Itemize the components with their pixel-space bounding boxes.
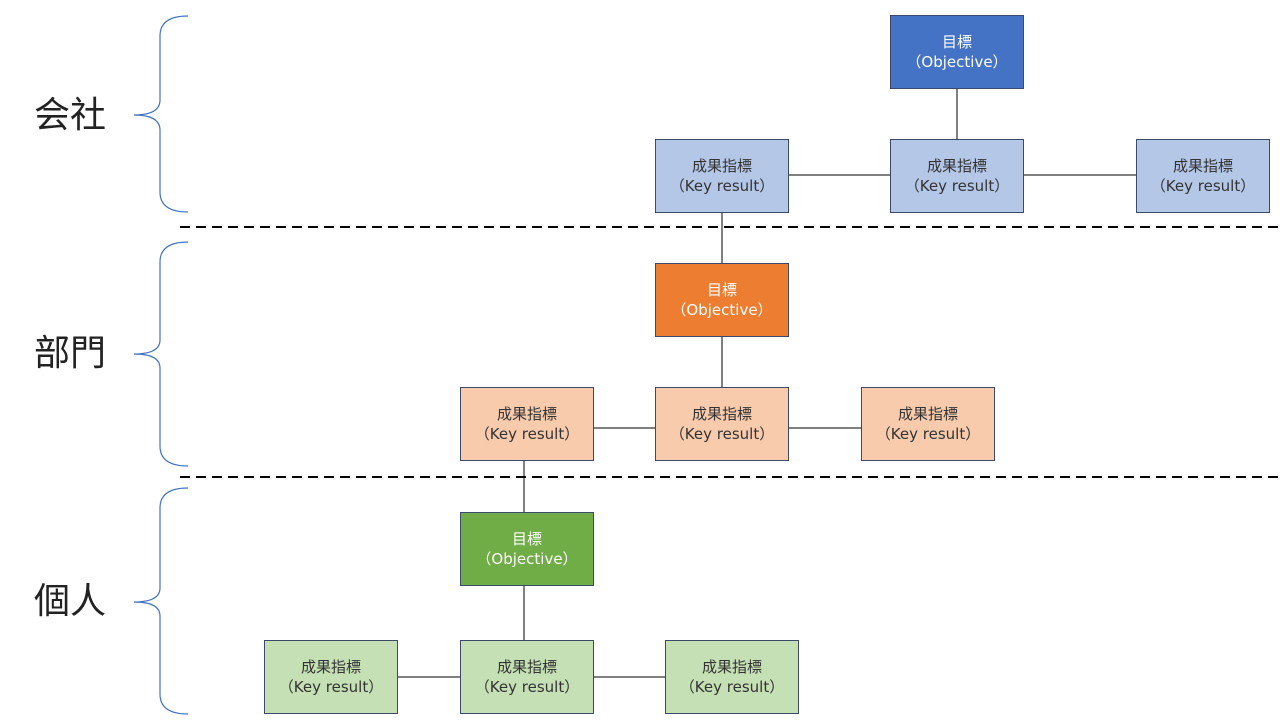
company-brace <box>133 15 189 213</box>
key-result-sublabel: （Key result） <box>474 678 580 696</box>
department-brace <box>133 241 189 467</box>
department-objective-box: 目標 （Objective） <box>655 263 789 337</box>
objective-label: 目標 <box>706 281 737 299</box>
level-label-individual: 個人 <box>34 581 107 622</box>
level-label-company: 会社 <box>34 95 107 136</box>
individual-key-result-box: 成果指標 （Key result） <box>665 640 799 714</box>
objective-label: 目標 <box>511 530 542 548</box>
key-result-label: 成果指標 <box>926 157 987 175</box>
objective-label: 目標 <box>941 33 972 51</box>
objective-sublabel: （Objective） <box>476 550 578 568</box>
department-key-result-box: 成果指標 （Key result） <box>861 387 995 461</box>
key-result-sublabel: （Key result） <box>1150 177 1256 195</box>
individual-key-result-box: 成果指標 （Key result） <box>460 640 594 714</box>
key-result-sublabel: （Key result） <box>875 425 981 443</box>
company-objective-box: 目標 （Objective） <box>890 15 1024 89</box>
company-key-result-box: 成果指標 （Key result） <box>655 139 789 213</box>
key-result-label: 成果指標 <box>701 658 762 676</box>
key-result-label: 成果指標 <box>300 658 361 676</box>
key-result-sublabel: （Key result） <box>669 425 775 443</box>
department-key-result-box: 成果指標 （Key result） <box>460 387 594 461</box>
key-result-label: 成果指標 <box>691 157 752 175</box>
key-result-sublabel: （Key result） <box>904 177 1010 195</box>
level-label-department: 部門 <box>34 333 107 374</box>
objective-sublabel: （Objective） <box>671 301 773 319</box>
key-result-label: 成果指標 <box>496 405 557 423</box>
objective-sublabel: （Objective） <box>906 53 1008 71</box>
key-result-sublabel: （Key result） <box>679 678 785 696</box>
key-result-label: 成果指標 <box>897 405 958 423</box>
key-result-sublabel: （Key result） <box>669 177 775 195</box>
individual-key-result-box: 成果指標 （Key result） <box>264 640 398 714</box>
key-result-label: 成果指標 <box>1172 157 1233 175</box>
company-key-result-box: 成果指標 （Key result） <box>890 139 1024 213</box>
department-key-result-box: 成果指標 （Key result） <box>655 387 789 461</box>
company-key-result-box: 成果指標 （Key result） <box>1136 139 1270 213</box>
key-result-label: 成果指標 <box>691 405 752 423</box>
individual-brace <box>133 487 189 715</box>
key-result-label: 成果指標 <box>496 658 557 676</box>
key-result-sublabel: （Key result） <box>474 425 580 443</box>
individual-objective-box: 目標 （Objective） <box>460 512 594 586</box>
key-result-sublabel: （Key result） <box>278 678 384 696</box>
